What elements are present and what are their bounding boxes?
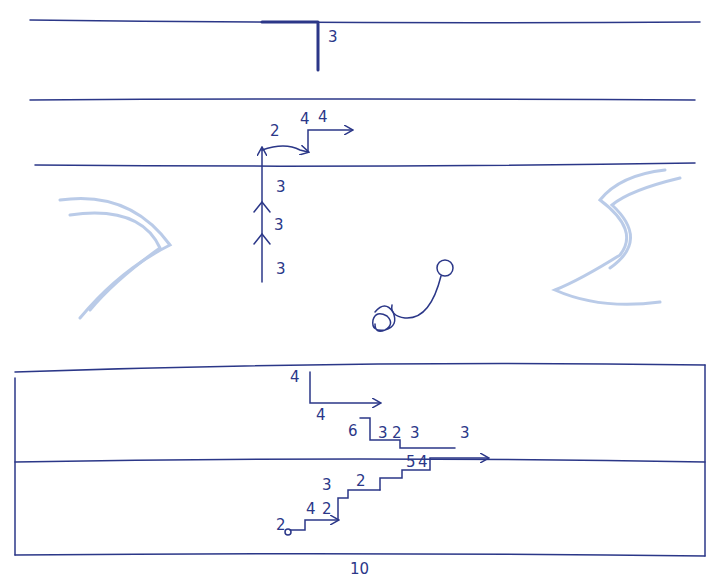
callout-number: 3 — [276, 262, 286, 277]
callout-number: 2 — [356, 474, 366, 489]
callout-number: 3 — [322, 478, 332, 493]
callout-number: 4 — [300, 112, 310, 127]
callout-number: 2 — [270, 124, 280, 139]
callout-number: 2 — [276, 518, 286, 533]
callout-number: 4 — [306, 502, 316, 517]
callout-number: 6 — [348, 424, 358, 439]
callout-number: 10 — [350, 562, 369, 577]
callout-number: 3 — [328, 30, 338, 45]
callout-number: 5 — [406, 455, 416, 470]
callout-number: 4 — [418, 455, 428, 470]
callout-number: 3 — [274, 218, 284, 233]
callout-number: 3 — [460, 426, 470, 441]
callout-number: 3 — [378, 426, 388, 441]
callout-number: 3 — [276, 180, 286, 195]
callout-number: 2 — [322, 502, 332, 517]
callout-number: 3 — [410, 426, 420, 441]
callout-number: 2 — [392, 426, 402, 441]
callout-number: 4 — [290, 370, 300, 385]
callout-number: 4 — [318, 110, 328, 125]
callout-number: 4 — [316, 408, 326, 423]
